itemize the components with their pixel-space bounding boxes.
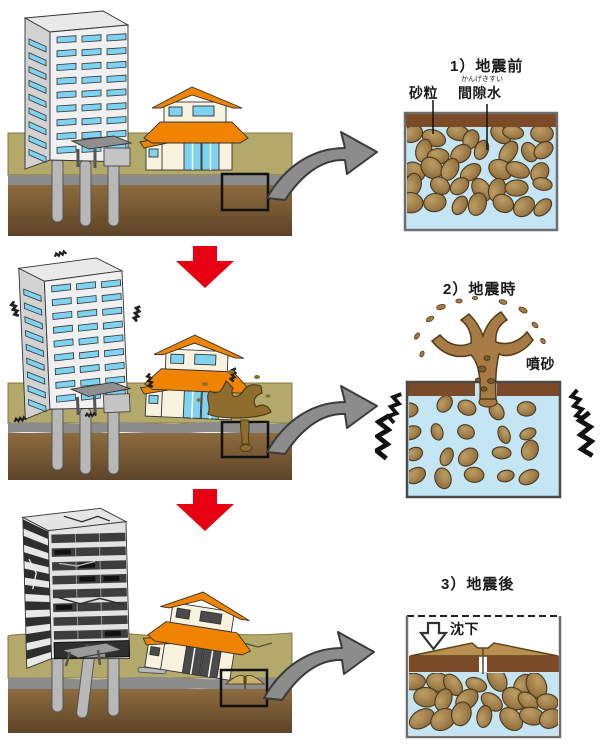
sand-boil-mud-splash <box>196 370 272 452</box>
panel-border <box>405 616 562 739</box>
surface-soil-band <box>409 656 479 672</box>
subsoil <box>8 689 292 733</box>
tall-building <box>23 10 133 170</box>
sand-boil-label: 噴砂 <box>526 356 555 372</box>
red-down-arrow-icon <box>176 246 234 288</box>
step3-title: 3）地震後 <box>441 576 515 593</box>
settlement-label: 沈下 <box>450 621 479 637</box>
damaged-building <box>21 507 131 669</box>
foundation-piles <box>51 405 120 475</box>
pore-water-label: 間隙水 <box>458 85 502 101</box>
settled-sand-boil-remains <box>224 674 266 689</box>
panel-before-diagram <box>403 100 559 232</box>
settlement-down-arrow-icon <box>418 621 449 651</box>
zoom-callout-arrow-icon <box>263 631 375 701</box>
pore-water-furigana: かんげきすい <box>461 76 503 83</box>
zoom-callout-arrow-icon <box>266 131 378 201</box>
hard-layer-stripe <box>8 175 292 185</box>
sand-grains-compacted <box>409 673 558 732</box>
panel-after-diagram <box>405 615 562 739</box>
tall-building-shaking <box>17 257 132 420</box>
surface-soil-band <box>405 113 557 127</box>
foundation-piles <box>51 157 120 227</box>
sand-grain-label: 砂粒 <box>409 85 438 101</box>
sand-boil-geyser <box>413 295 546 408</box>
inspection-area-box <box>220 172 270 212</box>
sand-grains-dense <box>407 127 554 218</box>
tilted-sunken-house <box>142 591 252 681</box>
scene-after-earthquake <box>7 507 293 733</box>
inspection-area-box <box>219 668 269 708</box>
house <box>139 86 249 171</box>
grains-in-geyser <box>475 355 495 392</box>
step2-title: 2）地震時 <box>443 281 517 298</box>
flying-sand-droplets <box>413 295 546 358</box>
step1-title: 1）地震前 <box>450 58 524 75</box>
scene-before-earthquake <box>7 10 293 236</box>
surface-soil-band <box>407 382 475 396</box>
collapsed-canopy <box>60 642 124 667</box>
zoom-callout-arrow-icon <box>266 385 378 455</box>
surface-soil-band <box>487 656 560 672</box>
sand-grains-floating <box>409 396 540 490</box>
panel-border <box>403 111 559 232</box>
scene-during-earthquake <box>7 250 293 480</box>
red-down-arrow-icon <box>176 489 234 531</box>
panel-during-diagram <box>375 295 602 499</box>
surface-soil-band <box>497 382 560 396</box>
